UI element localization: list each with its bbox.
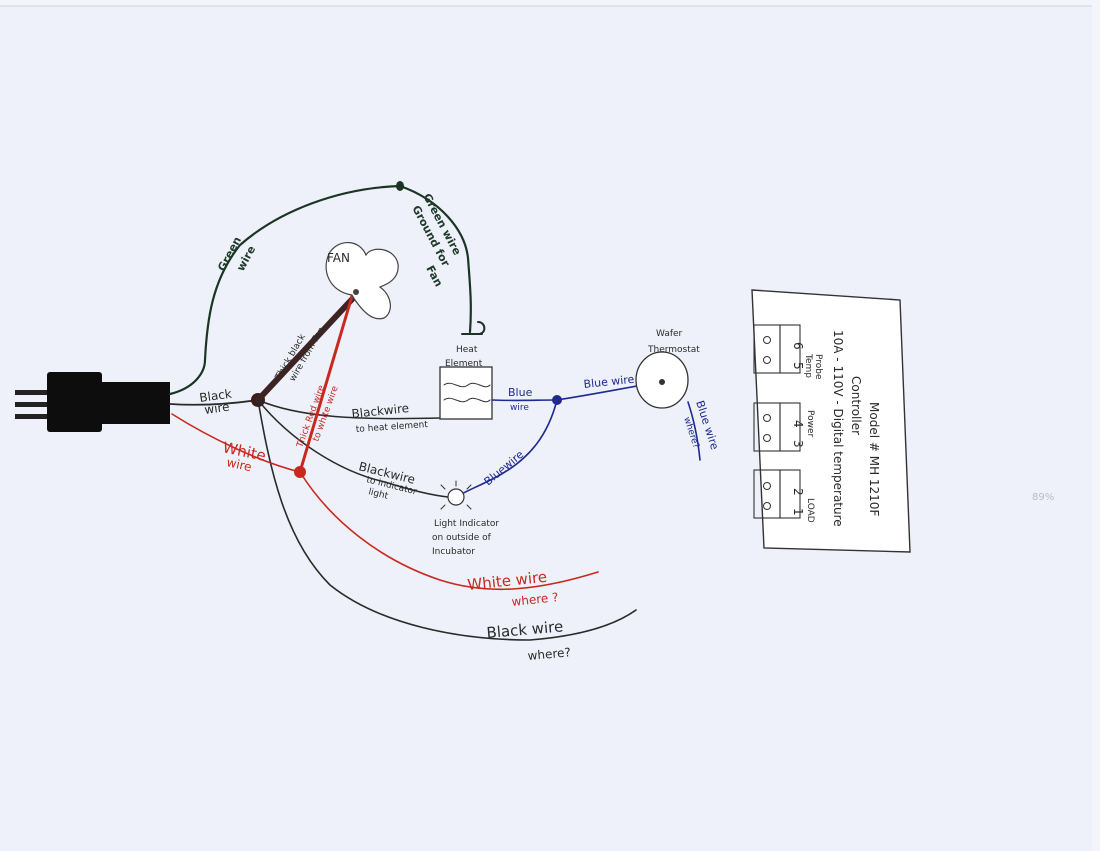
power-label: Power bbox=[805, 410, 815, 438]
light-indicator-label-1: Light Indicator bbox=[434, 519, 499, 529]
controller-desc-3: Model # MH 1210F bbox=[867, 402, 881, 516]
terminal-1-label: 1 bbox=[791, 508, 805, 516]
svg-text:5: 5 bbox=[791, 362, 805, 370]
plug-cord-body bbox=[98, 382, 170, 424]
white-wire-loose-end bbox=[299, 471, 599, 591]
svg-text:4: 4 bbox=[791, 420, 805, 428]
black-wire-to-heat-element bbox=[257, 399, 441, 420]
screw-terminal-2 bbox=[763, 482, 771, 490]
terminal-block-3-4-right bbox=[779, 402, 801, 452]
svg-text:Power: Power bbox=[805, 410, 815, 438]
terminal-2-label: 2 bbox=[791, 488, 805, 496]
plug-prong-top bbox=[15, 390, 55, 395]
controller-desc-1: 10A - 110V - Digital temperature bbox=[831, 330, 845, 527]
black-wire-main bbox=[169, 399, 259, 406]
power-plug bbox=[15, 372, 170, 432]
thermostat-terminal bbox=[659, 379, 665, 385]
white-wire-label-2: wire bbox=[225, 455, 253, 474]
terminal-5-label: 5 bbox=[791, 362, 805, 370]
svg-text:6: 6 bbox=[791, 342, 805, 350]
thermostat-label-1: Wafer bbox=[656, 329, 683, 339]
thermostat-label-2: Thermostat bbox=[647, 345, 700, 355]
stray-mark: 89% bbox=[1032, 492, 1054, 503]
terminal-6-label: 6 bbox=[791, 342, 805, 350]
probe-label-1: Temp bbox=[803, 353, 813, 378]
light-indicator-icon bbox=[440, 480, 472, 510]
plug-prong-middle bbox=[15, 402, 55, 407]
svg-text:1: 1 bbox=[791, 508, 805, 516]
plug-prong-bottom bbox=[15, 414, 55, 419]
thick-red-wire-to-fan bbox=[298, 294, 354, 474]
svg-text:Model # MH 1210F: Model # MH 1210F bbox=[867, 402, 881, 516]
terminal-3-label: 3 bbox=[791, 440, 805, 448]
green-wire-to-fan-ground bbox=[398, 184, 472, 334]
svg-text:2: 2 bbox=[791, 488, 805, 496]
light-indicator-label-2: on outside of bbox=[432, 533, 492, 543]
black-to-heat-label-1: Blackwire bbox=[351, 401, 410, 421]
black-to-light-label-3: light bbox=[367, 487, 389, 502]
white-wire-main bbox=[171, 413, 301, 473]
plug-head bbox=[47, 372, 102, 432]
svg-text:3: 3 bbox=[791, 440, 805, 448]
screw-terminal-6 bbox=[763, 336, 771, 344]
green-wire-splice bbox=[396, 181, 404, 191]
screw-terminal-4 bbox=[763, 414, 771, 422]
fan-label: FAN bbox=[327, 251, 350, 265]
load-label: LOAD bbox=[805, 498, 815, 523]
svg-text:Controller: Controller bbox=[849, 376, 863, 435]
terminal-block-1-2-right bbox=[779, 469, 801, 519]
black-wire-to-indicator-light bbox=[257, 399, 449, 498]
blue-wire-1b: wire bbox=[510, 403, 529, 413]
controller-desc-2: Controller bbox=[849, 376, 863, 435]
heat-element-label-1: Heat bbox=[456, 345, 478, 355]
probe-label-2: Probe bbox=[813, 354, 823, 380]
blue-wire-from-thermostat bbox=[687, 401, 701, 461]
blue-wire-to-indicator-light bbox=[459, 399, 558, 496]
light-indicator-label-3: Incubator bbox=[432, 547, 475, 557]
screw-terminal-1 bbox=[763, 502, 771, 510]
blue-wire-2: Blue wire bbox=[583, 373, 635, 391]
terminal-block-5-6-right bbox=[779, 324, 801, 374]
screw-terminal-5 bbox=[763, 356, 771, 364]
heat-element-box bbox=[439, 366, 493, 420]
svg-text:Probe: Probe bbox=[813, 354, 823, 380]
black-where-label-2: where? bbox=[527, 645, 571, 663]
thick-black-wire-to-fan bbox=[255, 292, 359, 403]
black-wire-loose-end bbox=[257, 399, 637, 641]
green-wire-ground-terminal bbox=[461, 321, 486, 335]
black-wire-label-2: wire bbox=[203, 400, 230, 417]
white-where-label-2: where ? bbox=[511, 590, 559, 609]
svg-text:Temp: Temp bbox=[803, 353, 813, 378]
temperature-controller bbox=[751, 289, 911, 553]
svg-text:10A - 110V - Digital temperatu: 10A - 110V - Digital temperature bbox=[831, 330, 845, 527]
black-wire-label-1: Black bbox=[198, 387, 232, 405]
terminal-4-label: 4 bbox=[791, 420, 805, 428]
screw-terminal-3 bbox=[763, 434, 771, 442]
blue-wire-1a: Blue bbox=[508, 386, 533, 399]
green-wire bbox=[168, 184, 402, 396]
svg-text:LOAD: LOAD bbox=[805, 498, 815, 523]
heat-element-label-2: Element bbox=[445, 359, 483, 369]
fan-icon bbox=[325, 242, 399, 320]
